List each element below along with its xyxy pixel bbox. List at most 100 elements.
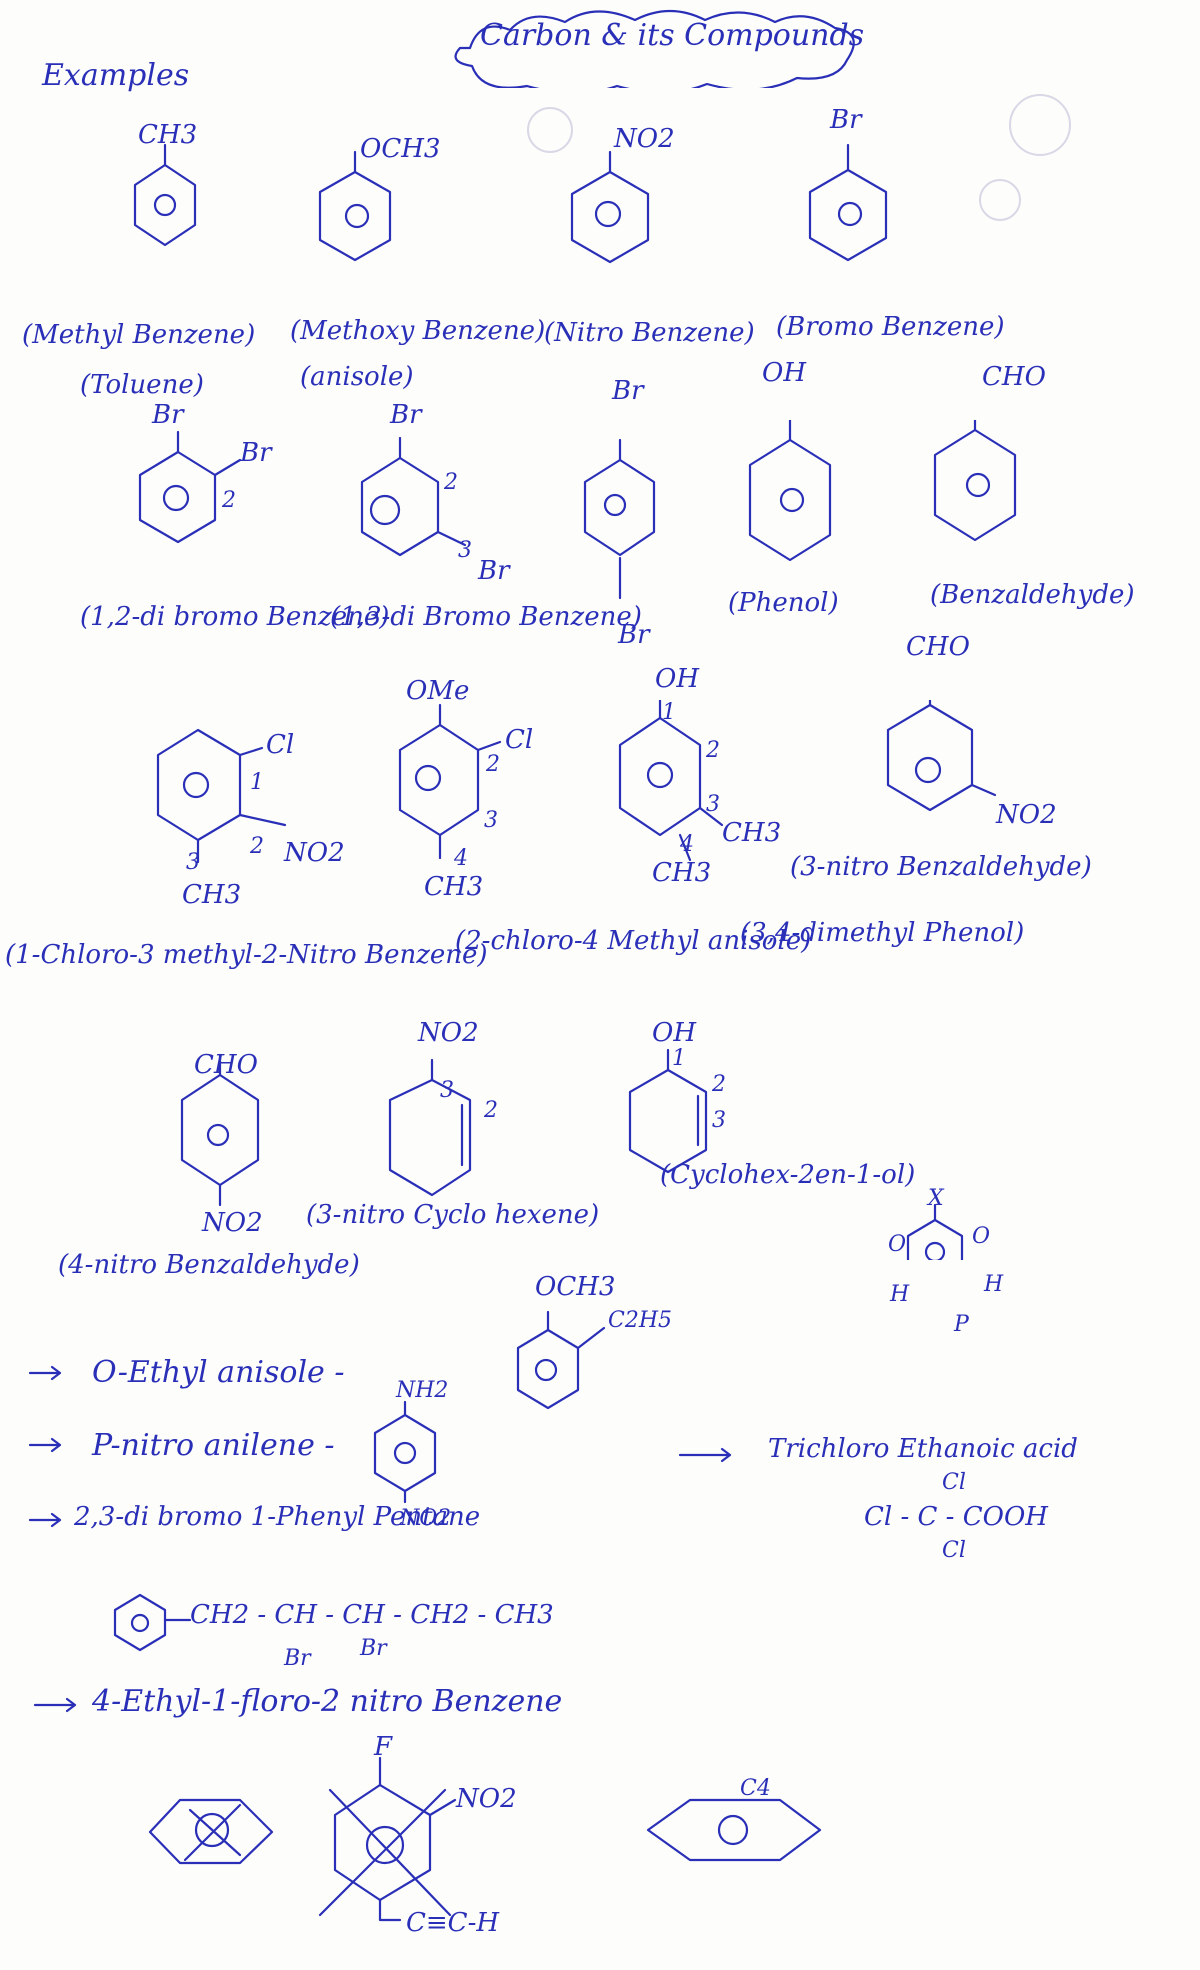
- nitrobenzaldehyde4-structure: [180, 1053, 260, 1207]
- dmp-ch3-b: CH3: [652, 858, 712, 888]
- bottom-structures: [148, 1756, 822, 1922]
- dmp-name: (3,4-dimethyl Phenol): [740, 918, 1025, 948]
- toluene-name: (Methyl Benzene): [22, 320, 256, 350]
- dibromo13-br1: Br: [390, 400, 422, 430]
- nba4-no2: NO2: [202, 1208, 263, 1238]
- nitrocyclohexene-structure: [388, 1058, 472, 1197]
- nitroaniline-structure: [373, 1400, 437, 1504]
- dibromo12-locant: 2: [222, 488, 236, 513]
- na-no2: NO2: [400, 1506, 452, 1531]
- list-structures: [28, 1310, 732, 1528]
- dibromo14-br1: Br: [612, 376, 644, 406]
- nba3-name: (3-nitro Benzaldehyde): [790, 852, 1092, 882]
- row3-structures: [156, 700, 997, 864]
- anisole-alt-name: (anisole): [300, 362, 414, 392]
- pos-o2: O: [972, 1224, 991, 1249]
- examples-heading: Examples: [42, 58, 190, 93]
- nba3-cho: CHO: [906, 632, 970, 662]
- dmp-ch3-a: CH3: [722, 818, 782, 848]
- crossed-ring-drawing: [148, 1798, 274, 1865]
- na-nh2: NH2: [396, 1378, 449, 1403]
- chol-locant3: 3: [712, 1108, 726, 1133]
- pentane-br1: Br: [284, 1646, 311, 1671]
- dibromo13-br2: Br: [478, 556, 510, 586]
- dibromo14-structure: [583, 438, 656, 600]
- list-item-nitroaniline: P-nitro anilene -: [92, 1428, 335, 1463]
- pos-o1: O: [888, 1232, 907, 1257]
- pos-x: X: [928, 1186, 944, 1211]
- cyclohexenol-structure: [628, 1048, 708, 1174]
- list-item-ethylfloronitro: 4-Ethyl-1-floro-2 nitro Benzene: [92, 1684, 563, 1719]
- cma-locant2: 2: [486, 752, 500, 777]
- dibromo12-br2: Br: [240, 438, 272, 468]
- cmn-no2: NO2: [284, 838, 345, 868]
- cmn-cl: Cl: [266, 730, 295, 760]
- chol-locant1: 1: [672, 1046, 686, 1071]
- cmn-locant2: 2: [250, 834, 264, 859]
- dibromo12-structure: [138, 430, 242, 544]
- ethylfloronitro-structure: [318, 1756, 457, 1922]
- cma-cl: Cl: [505, 725, 534, 755]
- dmp-locant4: 4: [680, 832, 694, 857]
- row1-structures: [133, 143, 888, 264]
- benzaldehyde-name: (Benzaldehyde): [930, 580, 1135, 610]
- title-cloud: [454, 10, 855, 88]
- chol-oh: OH: [652, 1018, 696, 1048]
- phenyl-ring: [113, 1593, 192, 1652]
- dmp-locant1: 1: [662, 700, 676, 725]
- efn-alkyne: C≡C-H: [406, 1908, 500, 1938]
- pos-p: P: [954, 1312, 969, 1337]
- dmp-locant2: 2: [706, 738, 720, 763]
- ea-och3: OCH3: [535, 1272, 616, 1302]
- efn-f: F: [374, 1732, 393, 1762]
- nba4-cho: CHO: [194, 1050, 258, 1080]
- efn-no2: NO2: [456, 1784, 517, 1814]
- dimethylphenol-structure: [618, 700, 724, 862]
- nba3-no2: NO2: [996, 800, 1057, 830]
- pentane-chain: CH2 - CH - CH - CH2 - CH3: [190, 1600, 554, 1630]
- chloromethylnitro-structure: [156, 728, 287, 864]
- dibromo13-locant2: 2: [444, 470, 458, 495]
- dmp-locant3: 3: [706, 792, 720, 817]
- cmn-name: (1-Chloro-3 methyl-2-Nitro Benzene): [5, 940, 488, 970]
- trichloro-cl-bottom: Cl: [942, 1538, 966, 1563]
- benzaldehyde-structure: [933, 420, 1017, 542]
- dibromo13-structure: [360, 436, 467, 557]
- trichloro-cl-top: Cl: [942, 1470, 966, 1495]
- phenol-structure: [748, 420, 832, 562]
- ethylanisole-structure: [516, 1310, 606, 1410]
- trichloro-name: Trichloro Ethanoic acid: [768, 1434, 1078, 1464]
- pos-h2: H: [984, 1272, 1004, 1297]
- cma-name: (2-chloro-4 Methyl anisole): [455, 926, 812, 956]
- arrow-icons: [28, 1365, 732, 1528]
- cmn-ch3: CH3: [182, 880, 242, 910]
- nitrobenzene-name: (Nitro Benzene): [544, 318, 755, 348]
- toluene-alt-name: (Toluene): [80, 370, 204, 400]
- dibromo12-name: (1,2-di bromo Benzene): [80, 602, 390, 632]
- chol-name: (Cyclohex-2en-1-ol): [660, 1160, 916, 1190]
- arrow-icon: [33, 1697, 77, 1713]
- cma-locant4: 4: [454, 846, 468, 871]
- dibromo13-locant3: 3: [458, 538, 472, 563]
- cmn-locant3: 3: [186, 850, 200, 875]
- cma-ome: OMe: [406, 676, 470, 706]
- nitrobenzaldehyde3-structure: [886, 700, 997, 812]
- chol-locant2: 2: [712, 1072, 726, 1097]
- bromo-substituent: Br: [830, 105, 862, 135]
- anisole-name: (Methoxy Benzene): [290, 316, 546, 346]
- row2-structures: [138, 420, 1017, 600]
- ncy-name: (3-nitro Cyclo hexene): [306, 1200, 600, 1230]
- nitrobenzene-structure: [570, 150, 650, 264]
- large-ring-drawing: [646, 1798, 822, 1862]
- position-diagram: [906, 1203, 964, 1260]
- phenol-name: (Phenol): [728, 588, 839, 618]
- pentane-br2: Br: [360, 1636, 387, 1661]
- misc-label: C4: [740, 1776, 771, 1801]
- cma-locant3: 3: [484, 808, 498, 833]
- list-item-ethylanisole: O-Ethyl anisole -: [92, 1355, 345, 1390]
- ea-c2h5: C2H5: [608, 1308, 673, 1333]
- toluene-structure: [133, 143, 197, 247]
- bromobenzene-name: (Bromo Benzene): [776, 312, 1005, 342]
